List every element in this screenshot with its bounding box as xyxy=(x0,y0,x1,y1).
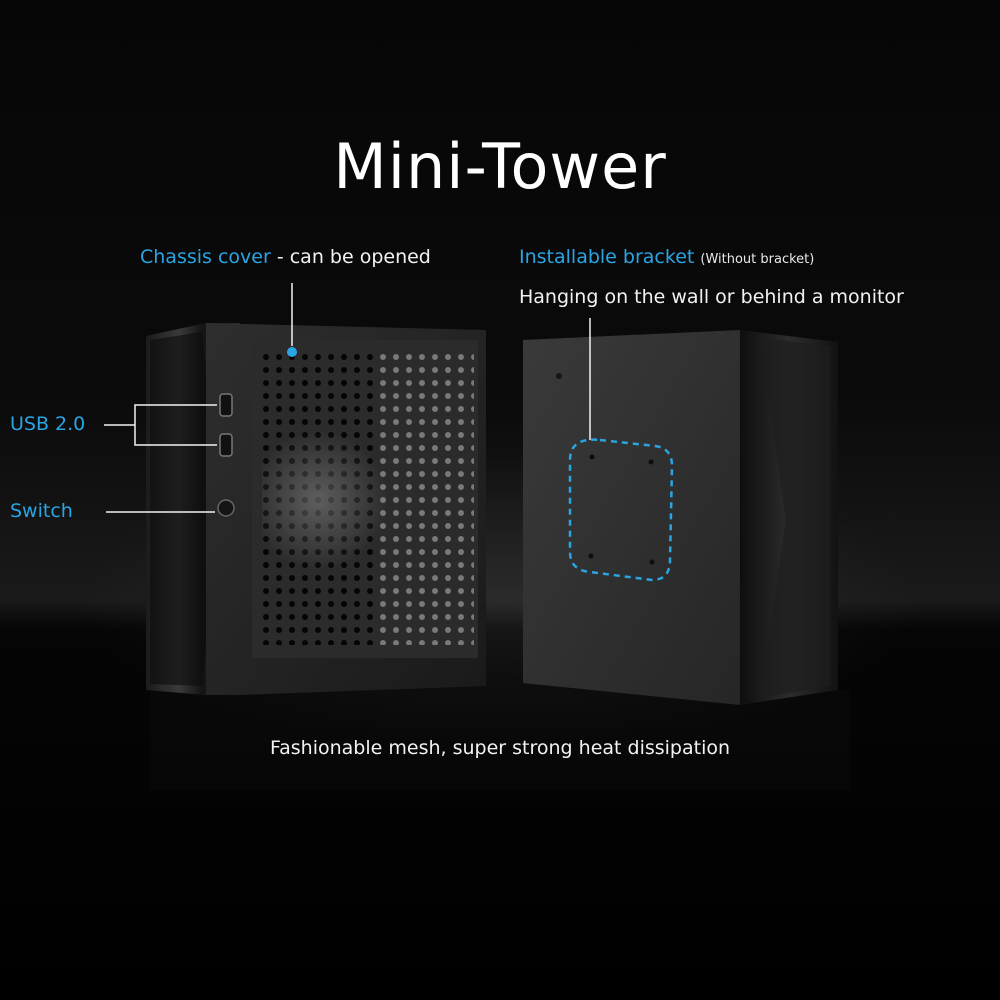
chassis-cover-label: Chassis cover - can be opened xyxy=(140,246,431,268)
usb-label: USB 2.0 xyxy=(10,413,86,435)
floor-reflection xyxy=(150,690,850,790)
usb-port xyxy=(219,393,233,417)
caption: Fashionable mesh, super strong heat diss… xyxy=(269,737,731,759)
bracket-highlight: Installable bracket xyxy=(519,246,695,268)
hanging-label: Hanging on the wall or behind a monitor xyxy=(519,286,904,308)
power-switch xyxy=(217,499,235,517)
chassis-cover-text: - can be opened xyxy=(270,246,431,268)
switch-label: Switch xyxy=(10,500,73,522)
chassis-cover-highlight: Chassis cover xyxy=(140,246,271,268)
bracket-outline xyxy=(568,438,674,582)
mesh-grille xyxy=(262,353,474,645)
bracket-note: (Without bracket) xyxy=(700,252,815,267)
callout-lines xyxy=(104,283,591,513)
page-title: Mini-Tower xyxy=(333,130,667,203)
right-case xyxy=(523,330,838,705)
bracket-label: Installable bracket (Without bracket) xyxy=(519,246,814,268)
usb-port xyxy=(219,433,233,457)
left-case xyxy=(146,323,486,695)
callout-dot xyxy=(287,347,297,357)
